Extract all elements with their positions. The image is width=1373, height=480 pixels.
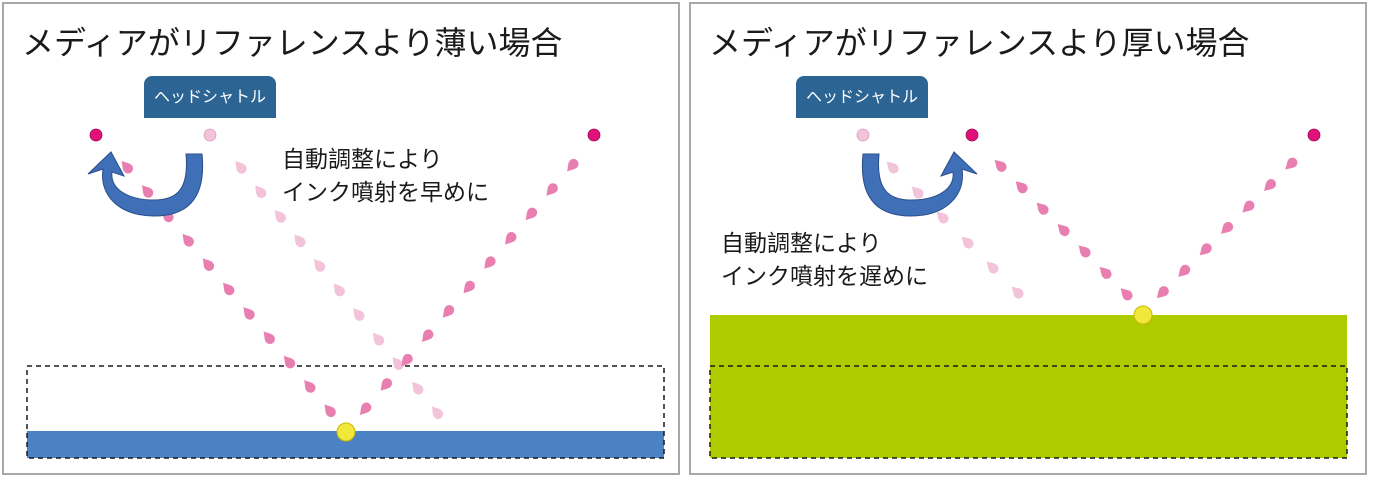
ink-drop-icon — [986, 261, 999, 274]
ink-drop-icon — [1285, 157, 1298, 170]
ink-drop-icon — [994, 159, 1007, 172]
head-shuttle-label: ヘッドシャトル — [144, 76, 276, 118]
panel-thick-media: メディアがリファレンスより厚い場合 ヘッドシャトル 自動調整により インク噴射を… — [689, 2, 1367, 475]
ink-dot-icon — [1307, 128, 1321, 142]
ink-drop-icon — [283, 355, 296, 369]
curved-arrow-icon — [87, 151, 204, 217]
ink-drop-icon — [484, 256, 496, 269]
ink-drop-icon — [1120, 288, 1133, 301]
ink-drop-icon — [1242, 200, 1255, 213]
ink-drop-icon — [243, 307, 255, 320]
ink-dot-icon — [203, 128, 217, 142]
ink-drop-icon — [525, 207, 538, 221]
landing-point-icon — [1133, 305, 1153, 325]
ink-drop-icon — [324, 404, 336, 418]
ink-drop-icon — [1263, 178, 1277, 192]
ink-drop-icon — [1057, 223, 1070, 237]
note-line-1: 自動調整により — [282, 147, 443, 173]
ink-drop-icon — [274, 209, 286, 223]
ink-drop-icon — [401, 353, 413, 367]
drop-path-return — [359, 158, 579, 416]
ink-drop-icon — [359, 402, 372, 416]
media-thick — [710, 315, 1347, 458]
ink-drop-icon — [314, 259, 326, 272]
ink-drop-icon — [1011, 286, 1024, 299]
note-line-2: インク噴射を遅めに — [721, 264, 928, 290]
ink-drop-icon — [442, 305, 455, 318]
ink-drop-icon — [294, 234, 306, 248]
ink-drop-icon — [141, 185, 154, 198]
ink-drop-icon — [333, 283, 345, 297]
ink-dot-icon — [587, 128, 601, 142]
ink-drop-icon — [182, 233, 194, 247]
ink-drop-icon — [1015, 181, 1028, 194]
ink-drop-icon — [431, 406, 444, 419]
ink-drop-icon — [463, 280, 475, 294]
ink-drop-icon — [1156, 286, 1169, 299]
ink-drop-icon — [202, 258, 215, 271]
note-line-2: インク噴射を早めに — [282, 180, 489, 206]
drop-path-adjusted — [994, 159, 1133, 301]
ink-drop-icon — [1221, 221, 1234, 234]
ink-drop-icon — [1199, 243, 1212, 256]
ink-drop-icon — [567, 158, 579, 172]
ink-drop-icon — [353, 308, 365, 321]
panel-thin-media: メディアがリファレンスより薄い場合 ヘッドシャトル 自動調整により インク噴射を… — [2, 2, 680, 475]
ink-drop-icon — [412, 381, 424, 395]
ink-drop-icon — [255, 185, 267, 199]
ink-drop-icon — [380, 378, 393, 391]
reference-outline — [709, 365, 1348, 459]
ink-drop-icon — [504, 232, 517, 245]
ink-drop-icon — [372, 332, 385, 346]
ink-drop-icon — [392, 357, 404, 370]
ink-dot-icon — [89, 128, 103, 142]
adjustment-note: 自動調整により インク噴射を早めに — [282, 144, 489, 210]
ink-drop-icon — [304, 380, 316, 393]
ink-drop-icon — [1078, 245, 1091, 258]
head-shuttle-label: ヘッドシャトル — [796, 76, 928, 118]
ink-drop-icon — [121, 160, 134, 174]
adjustment-note: 自動調整により インク噴射を遅めに — [721, 228, 928, 294]
ink-drop-icon — [961, 236, 974, 249]
panel-title: メディアがリファレンスより薄い場合 — [22, 24, 563, 62]
panel-title: メディアがリファレンスより厚い場合 — [709, 24, 1250, 62]
diagram-thin-media — [26, 128, 665, 459]
ink-drop-icon — [911, 186, 924, 199]
drop-path-faded — [886, 161, 1024, 299]
ink-drop-icon — [886, 161, 899, 174]
reference-outline — [26, 365, 665, 459]
ink-drop-icon — [235, 160, 247, 174]
ink-drop-icon — [421, 329, 434, 343]
ink-drop-icon — [223, 282, 235, 296]
drop-path-faded — [235, 160, 444, 419]
ink-drop-icon — [546, 183, 558, 196]
ink-drop-icon — [263, 331, 275, 344]
drop-path-adjusted — [121, 160, 336, 418]
note-line-1: 自動調整により — [721, 231, 882, 257]
ink-drop-icon — [1036, 202, 1049, 215]
ink-dot-icon — [965, 128, 979, 142]
curved-arrow-icon — [861, 151, 978, 217]
landing-point-icon — [336, 422, 356, 442]
ink-drop-icon — [936, 211, 949, 224]
diagram-thick-media — [709, 128, 1348, 459]
drop-path-return — [1156, 157, 1298, 299]
ink-drop-icon — [1099, 266, 1112, 280]
ink-drop-icon — [1178, 264, 1191, 277]
ink-dot-icon — [856, 128, 870, 142]
